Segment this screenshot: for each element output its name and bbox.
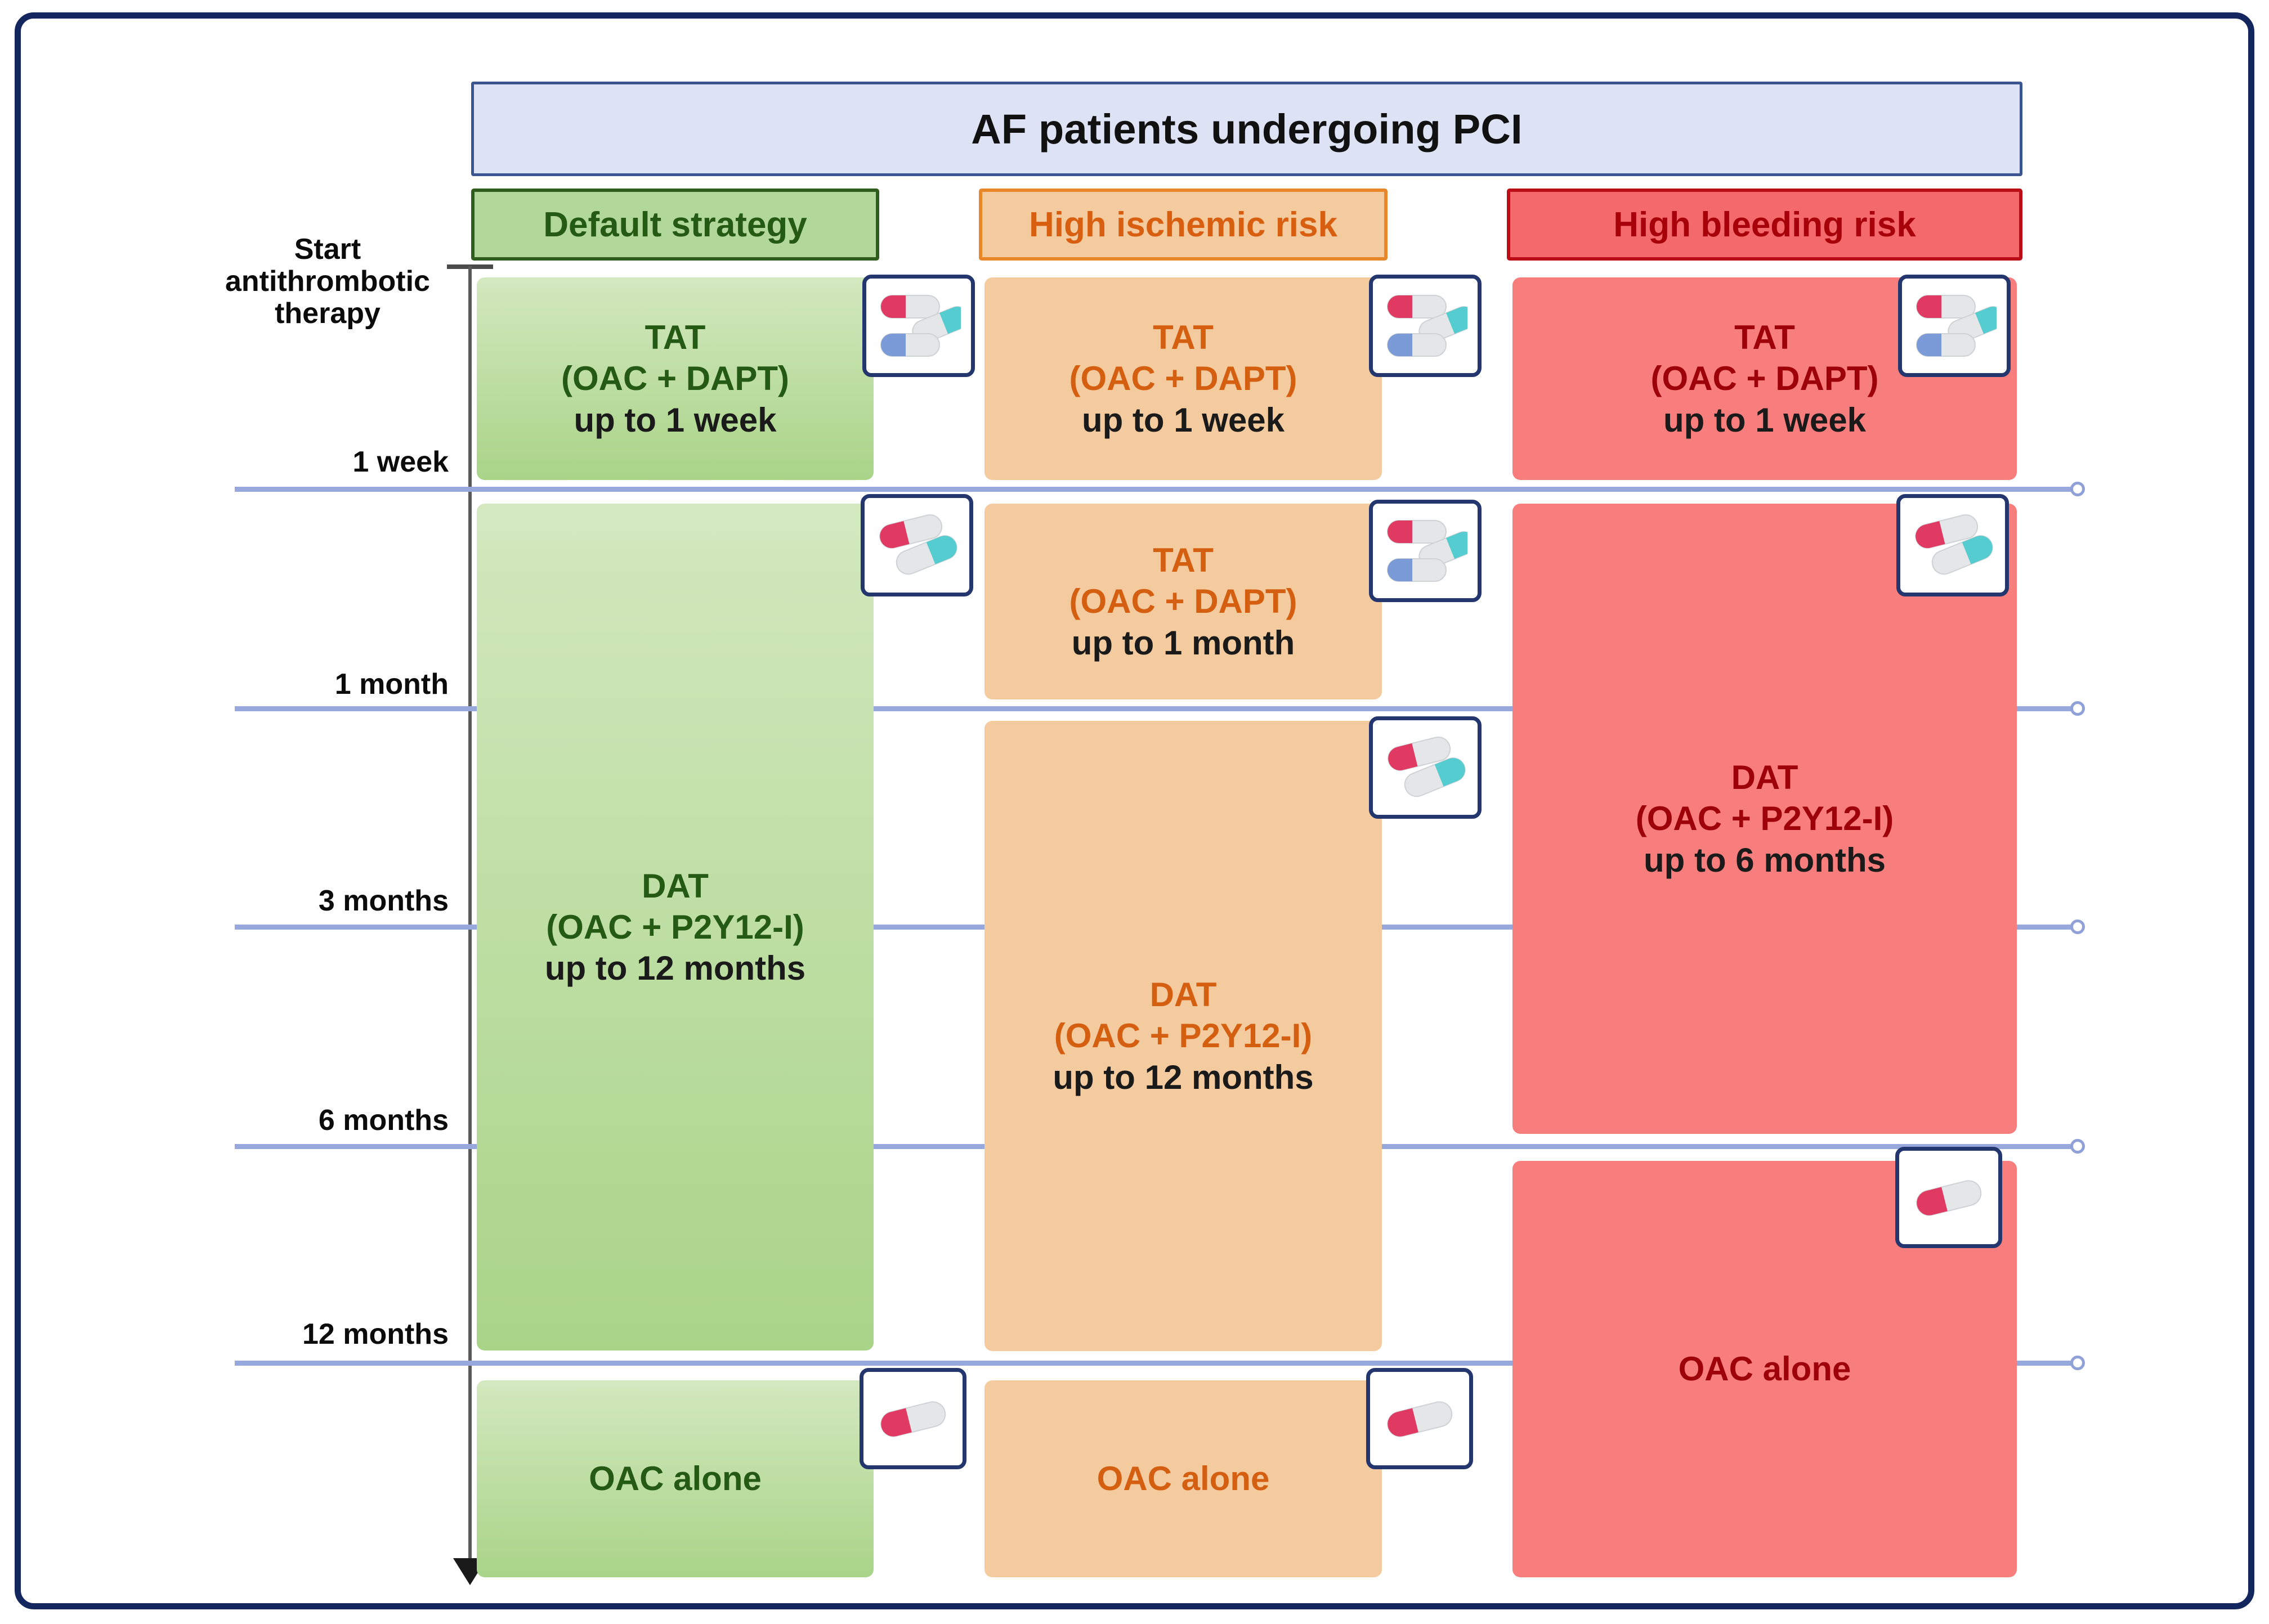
therapy-duration: up to 1 month — [1071, 623, 1295, 662]
therapy-regimen: (OAC + P2Y12-I) — [546, 908, 804, 946]
gridline-endpoint-1-week — [2070, 482, 2085, 496]
therapy-name: DAT — [1149, 976, 1217, 1014]
therapy-regimen: (OAC + P2Y12-I) — [1635, 800, 1894, 838]
column-header-high-bleeding-risk[interactable]: High bleeding risk — [1507, 189, 2022, 261]
therapy-name: OAC alone — [1097, 1460, 1270, 1498]
therapy-name: DAT — [642, 867, 709, 905]
one-pill-icon — [1916, 1180, 1982, 1216]
therapy-regimen: (OAC + DAPT) — [1650, 360, 1879, 398]
two-pills-icon-badge-ischemic-dat — [1369, 716, 1482, 819]
gridline-12-months — [235, 1361, 2075, 1366]
therapy-name: TAT — [645, 318, 706, 357]
column-header-label: High bleeding risk — [1613, 205, 1916, 244]
three-pills-icon — [1916, 295, 1997, 357]
therapy-name: OAC alone — [1678, 1350, 1851, 1388]
column-header-label: Default strategy — [543, 205, 807, 244]
gridline-endpoint-1-month — [2070, 701, 2085, 716]
timeline-label-3-months: 3 months — [318, 885, 449, 917]
one-pill-icon — [880, 1401, 946, 1437]
therapy-name: TAT — [1153, 541, 1214, 580]
timeline-label-1-week: 1 week — [352, 446, 449, 478]
therapy-duration: up to 6 months — [1644, 841, 1886, 879]
gridline-1-month — [235, 706, 2075, 711]
two-pills-icon — [1388, 737, 1466, 797]
one-pill-icon-badge-ischemic-oac — [1366, 1368, 1473, 1469]
page-title: AF patients undergoing PCI — [971, 105, 1523, 152]
diagram-canvas: AF patients undergoing PCI Default strat… — [21, 19, 2248, 1603]
therapy-block-bleeding-tat[interactable]: TAT (OAC + DAPT) up to 1 week — [1512, 277, 2017, 480]
column-header-high-ischemic-risk[interactable]: High ischemic risk — [979, 189, 1388, 261]
therapy-block-ischemic-tat-1week[interactable]: TAT (OAC + DAPT) up to 1 week — [984, 277, 1382, 480]
one-pill-icon — [1387, 1401, 1453, 1437]
two-pills-icon-badge-bleeding-dat — [1896, 494, 2009, 596]
timeline-label-12-months: 12 months — [302, 1318, 449, 1351]
therapy-block-default-tat[interactable]: TAT (OAC + DAPT) up to 1 week — [477, 277, 874, 480]
gridline-endpoint-6-months — [2070, 1139, 2085, 1154]
three-pills-icon — [1387, 520, 1467, 582]
therapy-block-ischemic-tat-1month[interactable]: TAT (OAC + DAPT) up to 1 month — [984, 504, 1382, 699]
therapy-block-ischemic-dat[interactable]: DAT (OAC + P2Y12-I) up to 12 months — [984, 721, 1382, 1351]
therapy-name: OAC alone — [589, 1460, 762, 1498]
three-pills-icon-badge-ischemic-tat-1month — [1369, 500, 1482, 602]
three-pills-icon — [880, 295, 961, 357]
therapy-block-ischemic-oac-alone[interactable]: OAC alone — [984, 1380, 1382, 1577]
therapy-duration: up to 1 week — [1081, 401, 1285, 439]
column-header-label: High ischemic risk — [1029, 205, 1337, 244]
therapy-block-default-oac-alone[interactable]: OAC alone — [477, 1380, 874, 1577]
therapy-duration: up to 12 months — [1053, 1058, 1314, 1096]
therapy-name: TAT — [1734, 318, 1795, 357]
therapy-duration: up to 12 months — [544, 949, 806, 988]
gridline-1-week — [235, 487, 2075, 492]
therapy-block-default-dat[interactable]: DAT (OAC + P2Y12-I) up to 12 months — [477, 504, 874, 1351]
three-pills-icon-badge-bleeding-tat — [1898, 275, 2011, 377]
therapy-block-bleeding-dat[interactable]: DAT (OAC + P2Y12-I) up to 6 months — [1512, 504, 2017, 1134]
timeline-axis-line — [468, 266, 472, 1563]
therapy-regimen: (OAC + DAPT) — [561, 360, 789, 398]
therapy-regimen: (OAC + DAPT) — [1069, 582, 1297, 621]
therapy-name: DAT — [1731, 759, 1798, 797]
diagram-frame: AF patients undergoing PCI Default strat… — [15, 12, 2254, 1609]
three-pills-icon-badge-ischemic-tat-1week — [1369, 275, 1482, 377]
three-pills-icon — [1387, 295, 1467, 357]
three-pills-icon-badge-default-tat — [862, 275, 975, 377]
therapy-name: TAT — [1153, 318, 1214, 357]
therapy-regimen: (OAC + DAPT) — [1069, 360, 1297, 398]
gridline-endpoint-3-months — [2070, 919, 2085, 934]
two-pills-icon-badge-default-dat — [861, 494, 973, 596]
diagram-title-banner: AF patients undergoing PCI — [471, 82, 2022, 176]
timeline-label-start: Start antithrombotic therapy — [225, 233, 430, 330]
therapy-regimen: (OAC + P2Y12-I) — [1054, 1017, 1313, 1055]
therapy-duration: up to 1 week — [1663, 401, 1867, 439]
timeline-label-6-months: 6 months — [318, 1104, 449, 1137]
two-pills-icon — [1915, 514, 1993, 575]
timeline-label-1-month: 1 month — [334, 668, 449, 701]
therapy-duration: up to 1 week — [574, 401, 777, 439]
two-pills-icon — [879, 514, 957, 575]
column-header-default-strategy[interactable]: Default strategy — [471, 189, 879, 261]
one-pill-icon-badge-default-oac — [860, 1368, 966, 1469]
gridline-endpoint-12-months — [2070, 1356, 2085, 1370]
one-pill-icon-badge-bleeding-oac — [1895, 1147, 2002, 1248]
